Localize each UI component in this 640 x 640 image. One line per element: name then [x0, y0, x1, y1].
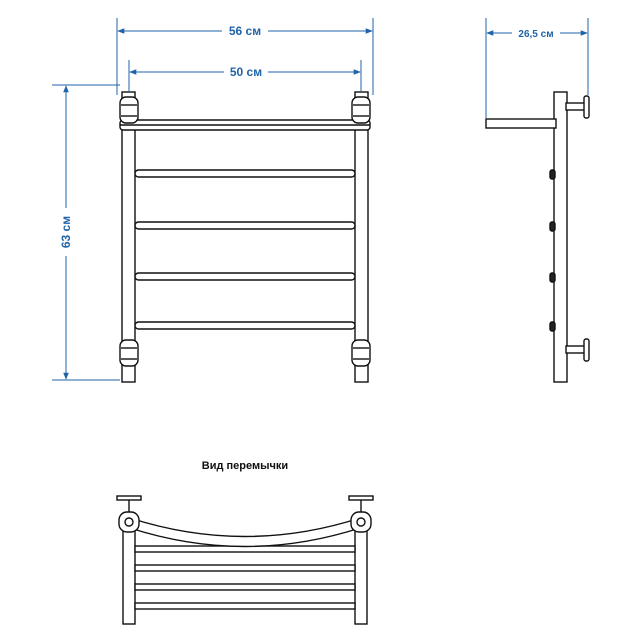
side-mount-top-flange [583, 95, 590, 119]
side-shelf-bar [485, 118, 557, 129]
jumper-right-cap [348, 495, 374, 501]
side-upright [553, 91, 568, 383]
jumper-curved-bar [129, 517, 361, 548]
dim-depth [485, 18, 589, 118]
mount-bottom-right [351, 339, 371, 367]
side-mount-bottom-stem [565, 345, 587, 354]
side-mount-bottom-flange [583, 338, 590, 362]
jumper-left-knuckle-hub [124, 517, 134, 527]
rung-1 [134, 169, 356, 178]
side-mount-top-stem [565, 102, 587, 111]
jumper-rung-2 [134, 564, 356, 572]
jumper-rung-3 [134, 583, 356, 591]
jumper-view-caption: Вид перемычки [202, 460, 288, 472]
mount-top-right [351, 96, 371, 124]
dim-axis-width [128, 60, 362, 92]
front-view [119, 91, 371, 383]
side-rung-end-1 [549, 169, 556, 180]
rung-3 [134, 272, 356, 281]
dim-height [52, 84, 120, 381]
jumper-left-upright [122, 527, 136, 625]
rung-2 [134, 221, 356, 230]
dim-total-width [116, 18, 374, 95]
jumper-rung-4 [134, 602, 356, 610]
jumper-right-upright [354, 527, 368, 625]
dim-label-depth: 26,5 см [518, 29, 553, 40]
left-upright [121, 91, 136, 383]
jumper-view [116, 495, 374, 625]
mount-top-left [119, 96, 139, 124]
jumper-left-cap [116, 495, 142, 501]
jumper-right-knuckle-hub [356, 517, 366, 527]
side-rung-end-2 [549, 221, 556, 232]
side-rung-end-4 [549, 321, 556, 332]
mount-bottom-left [119, 339, 139, 367]
rung-4 [134, 321, 356, 330]
side-view [485, 91, 590, 383]
dim-label-height: 63 см [59, 216, 73, 248]
right-upright [354, 91, 369, 383]
side-rung-end-3 [549, 272, 556, 283]
dim-label-axis-width: 50 см [230, 65, 262, 79]
dim-label-total-width: 56 см [229, 24, 261, 38]
